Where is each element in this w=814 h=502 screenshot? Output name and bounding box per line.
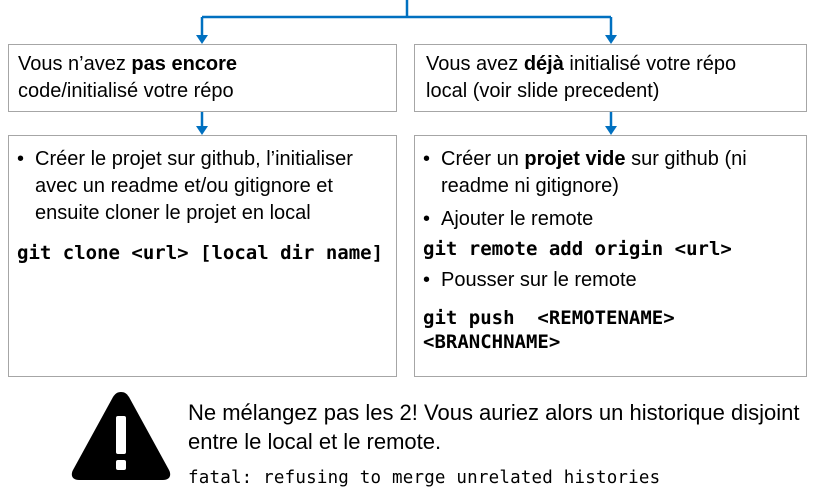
right-header-box: Vous avez déjà initialisé votre répo loc… bbox=[414, 44, 807, 112]
right-content-box: • Créer un projet vide sur github (ni re… bbox=[414, 135, 807, 377]
split-connector bbox=[202, 0, 611, 19]
bullet-dot: • bbox=[423, 148, 431, 170]
right-bullet-3-text: Pousser sur le remote bbox=[441, 269, 637, 291]
right-header-line2: local (voir slide precedent) bbox=[426, 80, 660, 102]
left-header-line2: code/initialisé votre répo bbox=[18, 80, 234, 102]
arrow-to-right-content bbox=[605, 112, 617, 135]
right-bullet-3: • Pousser sur le remote bbox=[423, 267, 798, 294]
right-bullet-1-suffix: sur github (ni readme ni gitignore) bbox=[441, 148, 747, 197]
right-bullet-2-text: Ajouter le remote bbox=[441, 208, 594, 230]
left-header-prefix: Vous n’avez bbox=[18, 53, 132, 75]
right-command-push-line2: <BRANCHNAME> bbox=[423, 331, 561, 353]
bullet-dot: • bbox=[423, 208, 431, 230]
left-bullet: • Créer le projet sur github, l’initiali… bbox=[17, 146, 388, 227]
right-header-prefix: Vous avez bbox=[426, 53, 524, 75]
arrow-to-right-header bbox=[605, 17, 617, 44]
right-header-line1: Vous avez déjà initialisé votre répo bbox=[426, 51, 806, 78]
right-bullet-1-bold: projet vide bbox=[524, 148, 626, 170]
left-command: git clone <url> [local dir name] bbox=[17, 242, 384, 264]
right-command-push-line1: git push <REMOTENAME> bbox=[423, 307, 675, 329]
bullet-dot: • bbox=[423, 269, 431, 291]
left-header-box: Vous n’avez pas encore code/initialisé v… bbox=[8, 44, 397, 112]
left-content-box: • Créer le projet sur github, l’initiali… bbox=[8, 135, 397, 377]
bullet-dot: • bbox=[17, 148, 25, 170]
left-header-line1: Vous n’avez pas encore bbox=[18, 51, 396, 78]
warning-triangle-icon bbox=[71, 392, 171, 480]
right-bullet-2: • Ajouter le remote bbox=[423, 206, 798, 233]
right-command-remote-add: git remote add origin <url> bbox=[423, 238, 732, 260]
arrow-to-left-content bbox=[196, 112, 208, 135]
left-bullet-text: Créer le projet sur github, l’initialise… bbox=[35, 148, 353, 224]
right-bullet-1-prefix: Créer un bbox=[441, 148, 525, 170]
right-command-push: git push <REMOTENAME> <BRANCHNAME> bbox=[423, 306, 798, 354]
warning-message: Ne mélangez pas les 2! Vous auriez alors… bbox=[188, 400, 800, 454]
right-header-bold: déjà bbox=[523, 53, 564, 75]
arrow-to-left-header bbox=[196, 17, 208, 44]
warning-error-output: fatal: refusing to merge unrelated histo… bbox=[188, 468, 661, 488]
right-bullet-1: • Créer un projet vide sur github (ni re… bbox=[423, 146, 798, 200]
left-header-bold: pas encore bbox=[131, 53, 238, 75]
right-header-suffix: initialisé votre répo bbox=[563, 53, 737, 75]
